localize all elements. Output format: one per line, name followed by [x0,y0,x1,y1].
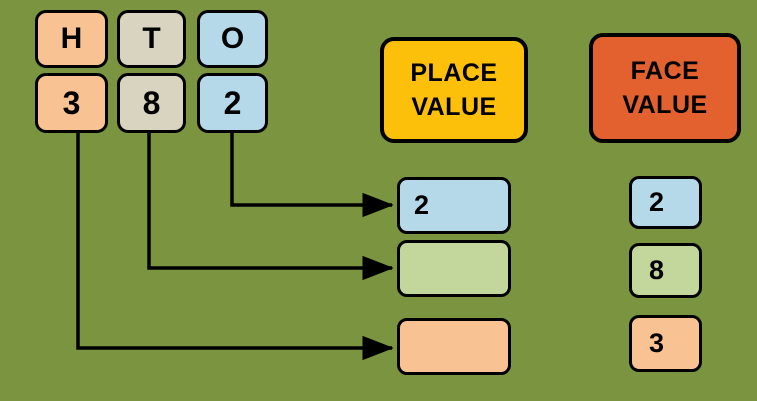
place-header-tens-label: T [142,22,161,55]
face-value-card-hundreds: 3 [629,315,702,372]
place-value-slot-ones[interactable]: 2 [397,177,511,234]
face-value-card-tens-label: 8 [649,255,665,285]
place-header-tens: T [117,10,186,68]
place-value-slot-ones-label: 2 [414,190,430,220]
digit-card-hundreds: 3 [35,73,108,133]
connector-ones [230,133,394,218]
face-value-banner-line2: VALUE [622,90,708,119]
face-value-banner: FACE VALUE [589,33,741,143]
place-header-hundreds: H [35,10,108,68]
place-value-slot-tens[interactable] [397,240,511,297]
place-value-banner: PLACE VALUE [380,37,528,143]
digit-card-ones-label: 2 [223,85,242,121]
face-value-card-ones: 2 [629,176,702,229]
face-value-card-ones-label: 2 [649,187,665,217]
connector-hundreds [76,133,394,361]
face-value-banner-line1: FACE [630,56,700,85]
digit-card-tens-label: 8 [142,85,161,121]
place-header-hundreds-label: H [60,22,83,55]
digit-card-tens: 8 [117,73,186,133]
digit-card-hundreds-label: 3 [62,85,81,121]
face-value-card-hundreds-label: 3 [649,328,665,358]
digit-card-ones: 2 [197,73,268,133]
place-value-slot-hundreds[interactable] [397,318,511,375]
place-header-ones: O [197,10,268,68]
place-value-banner-line1: PLACE [410,58,498,87]
place-header-ones-label: O [220,22,245,55]
face-value-card-tens: 8 [629,243,702,298]
connector-tens [147,133,394,281]
place-value-banner-line2: VALUE [411,92,497,121]
